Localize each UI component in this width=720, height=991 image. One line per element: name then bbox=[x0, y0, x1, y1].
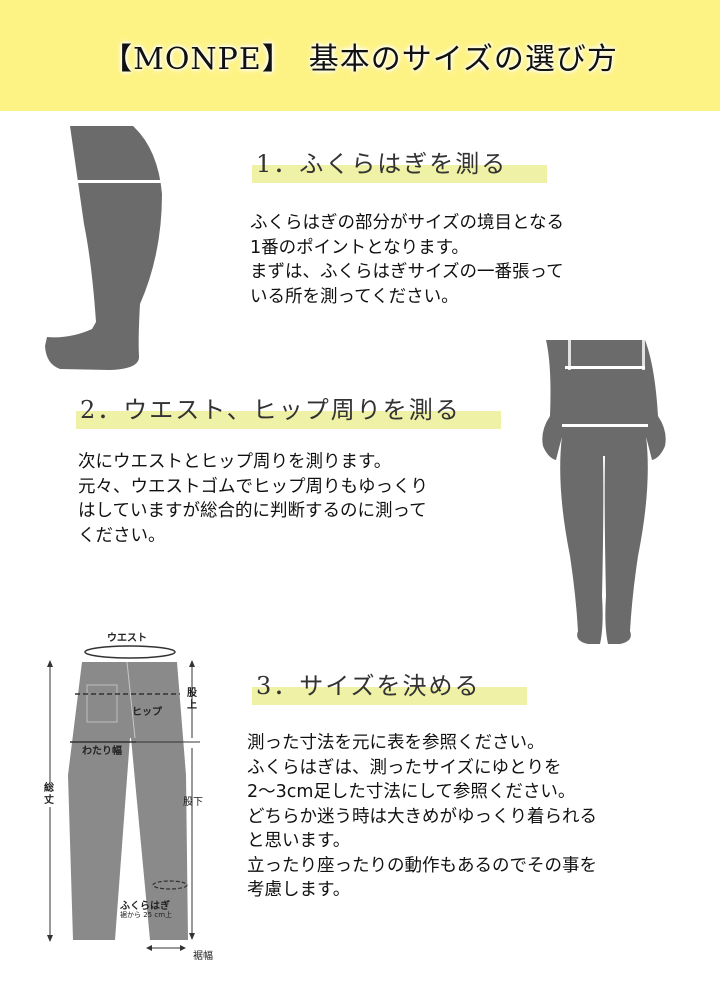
body-silhouette-icon bbox=[542, 340, 666, 644]
section-2-heading: 2．ウエスト、ヒップ周りを測る bbox=[76, 390, 501, 429]
calf-leg-silhouette-icon bbox=[45, 126, 166, 370]
section-1-body: ふくらはぎの部分がサイズの境目となる 1番のポイントとなります。 まずは、ふくら… bbox=[250, 213, 564, 307]
rise-label: 股上 bbox=[187, 688, 197, 711]
pants-diagram-icon bbox=[47, 645, 200, 951]
heading-highlight bbox=[76, 411, 501, 429]
total-length-label: 総丈 bbox=[44, 783, 56, 807]
calf-note: 裾から 25 cm上 bbox=[120, 911, 173, 919]
hem-label: 裾幅 bbox=[193, 951, 213, 962]
heading-highlight bbox=[252, 165, 547, 183]
section-3-heading: 3．サイズを決める bbox=[252, 666, 527, 705]
thigh-label: わたり幅 bbox=[82, 746, 122, 757]
hip-label: ヒップ bbox=[132, 707, 162, 718]
heading-highlight bbox=[252, 687, 527, 705]
waist-label: ウエスト bbox=[107, 633, 147, 644]
section-1-heading: 1．ふくらはぎを測る bbox=[252, 144, 547, 183]
page-title: 【MONPE】 基本のサイズの選び方 bbox=[102, 42, 618, 77]
section-2-body: 次にウエストとヒップ周りを測ります。 元々、ウエストゴムでヒップ周りもゆっくり … bbox=[78, 452, 428, 546]
section-3-body: 測った寸法を元に表を参照ください。 ふくらはぎは、測ったサイズにゆとりを 2〜3… bbox=[247, 733, 597, 900]
page-header: 【MONPE】 基本のサイズの選び方 bbox=[0, 0, 720, 111]
inseam-label: 股下 bbox=[183, 797, 203, 808]
calf-label: ふくらはぎ bbox=[120, 901, 170, 912]
